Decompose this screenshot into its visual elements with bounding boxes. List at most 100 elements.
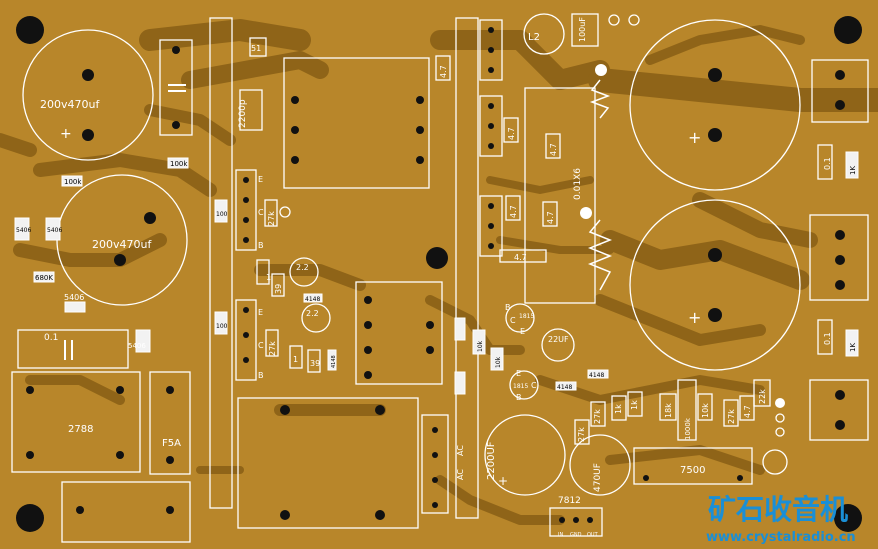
res-1-a: 1: [266, 273, 271, 282]
cap-c4: +: [629, 199, 801, 371]
res-1k-right-a: 1K: [849, 166, 857, 175]
cap-2200uf: 2200UF: [486, 441, 497, 480]
mounting-holes: [16, 16, 862, 532]
res-47-a: 4.7: [439, 65, 448, 78]
res-22k: 22k: [758, 389, 767, 404]
res-10k-a: 10k: [477, 340, 484, 352]
diode-5406-a: 5406: [16, 227, 31, 234]
res-10k-c: 10k: [701, 403, 710, 418]
res-100k-b: 100k: [64, 178, 82, 186]
cap-c1: 200v470uf +: [22, 29, 154, 161]
cap-470uf: 470UF: [593, 463, 603, 492]
pin-out: OUT: [587, 532, 599, 538]
pin-b-a: B: [258, 241, 264, 250]
pin-gnd: GND: [570, 532, 582, 538]
res-1k-b: 1k: [630, 400, 639, 410]
pin-e-d: E: [516, 369, 521, 378]
cap-c3-polarity: +: [688, 128, 701, 147]
fuse: F5A: [162, 438, 181, 449]
pin-in: IN: [558, 532, 563, 538]
cap-c2-label: 200v470uf: [92, 238, 152, 251]
cap-22-b: 2.2: [306, 309, 319, 318]
mount-hole-bottom-left: [16, 504, 44, 532]
diode-4148-b: 4148: [331, 355, 337, 368]
watermark-url: www.crystalradio.cn: [706, 530, 856, 545]
res-51: 51: [251, 44, 261, 53]
cap-01-right-a: 0.1: [823, 157, 832, 170]
mount-hole-bottom-right: [834, 504, 862, 532]
center-right-components: 4.7 L2 100uF 4.7 4.7 0.01X6 4.7 4.7 4.7 …: [421, 13, 640, 538]
diode-5406-d: 5406: [128, 342, 146, 350]
cap-2200p: 2200p: [238, 99, 248, 128]
res-47-b: 4.7: [507, 127, 516, 140]
res-1000k: 1000k: [684, 417, 692, 440]
cap-01-left: 0.1: [44, 333, 58, 343]
chip-2788: 2788: [68, 424, 93, 435]
pin-c-c: C: [510, 316, 516, 325]
cap-01-right-b: 0.1: [823, 332, 832, 345]
pin-c-b: C: [258, 341, 264, 350]
left-small-components: 100k 100k 5406 5406 680K 5406 0.1 5406 2…: [11, 39, 193, 543]
res-1-b: 1: [293, 355, 298, 364]
res-680k: 680K: [35, 274, 53, 282]
diode-5406-c: 5406: [64, 293, 84, 302]
res-39-b: 39: [310, 359, 320, 368]
heatsink-strips: [209, 17, 479, 519]
pin-c-d: C: [531, 381, 537, 390]
res-18k: 18k: [664, 403, 673, 418]
res-47-c: 4.7: [549, 143, 558, 156]
cap-22-a: 2.2: [296, 263, 309, 272]
pin-b-b: B: [258, 371, 264, 380]
cap-c4-polarity: +: [688, 308, 701, 327]
pin-e-b: E: [258, 308, 263, 317]
res-27k-d: 27k: [593, 409, 602, 424]
cap-c3: +: [629, 19, 801, 191]
res-39-a: 39: [274, 284, 283, 294]
res-47-f: 4.7: [514, 253, 527, 262]
ac-a: AC: [456, 469, 465, 480]
cap-c1-polarity: +: [60, 126, 72, 142]
res-27k-a: 27k: [267, 211, 276, 226]
inductor-l2: L2: [528, 32, 540, 43]
res-10k-b: 10k: [495, 356, 502, 368]
mount-hole-center: [426, 247, 448, 269]
pin-b-d: B: [516, 393, 522, 402]
chip-7812: 7812: [558, 496, 581, 506]
watermark-cn: 矿石收音机: [708, 493, 848, 526]
cap-22uf: 22UF: [548, 335, 569, 344]
res-47-e: 4.7: [546, 211, 555, 224]
res-100k-a: 100k: [170, 160, 188, 168]
diode-4148-a: 4148: [305, 296, 320, 303]
chip-7500: 7500: [680, 465, 705, 476]
bottom-right-components: 27k 27k 1k 1k 18k 1000k 10k 27k 4.7 22k …: [574, 144, 859, 485]
diode-5406-b: 5406: [47, 227, 62, 234]
pin-b-c: B: [505, 303, 511, 312]
cap-c1-label: 200v470uf: [40, 98, 100, 111]
res-100-b: 100: [216, 323, 228, 330]
center-left-components: 2200p 51 E C B 100 27k 1 39 2.2 4148 2.2: [214, 37, 443, 529]
ac-b: AC: [456, 445, 465, 456]
res-1k-right-b: 1K: [849, 343, 857, 352]
watermark: 矿石收音机 www.crystalradio.cn: [706, 493, 856, 545]
res-27k-c: 27k: [577, 427, 586, 442]
trans-1815-a: 1815: [519, 313, 534, 320]
cap-2200uf-polarity: +: [498, 474, 508, 488]
mount-hole-top-right: [834, 16, 862, 44]
connector-right: [809, 59, 869, 441]
pin-e-c: E: [520, 327, 525, 336]
res-27k-b: 27k: [268, 341, 277, 356]
pin-c-a: C: [258, 208, 264, 217]
diode-4148-d: 4148: [589, 372, 604, 379]
res-100-a: 100: [216, 211, 228, 218]
res-001x6: 0.01X6: [573, 168, 583, 200]
diode-4148-c: 4148: [557, 384, 572, 391]
res-1k-a: 1k: [614, 404, 623, 414]
res-47k: 4.7: [743, 405, 752, 418]
trans-1815-b: 1815: [513, 383, 528, 390]
cap-100uf: 100uF: [578, 17, 587, 42]
res-47-d: 4.7: [509, 205, 518, 218]
pin-e-a: E: [258, 175, 263, 184]
mount-hole-top-left: [16, 16, 44, 44]
res-27k-e: 27k: [727, 409, 736, 424]
